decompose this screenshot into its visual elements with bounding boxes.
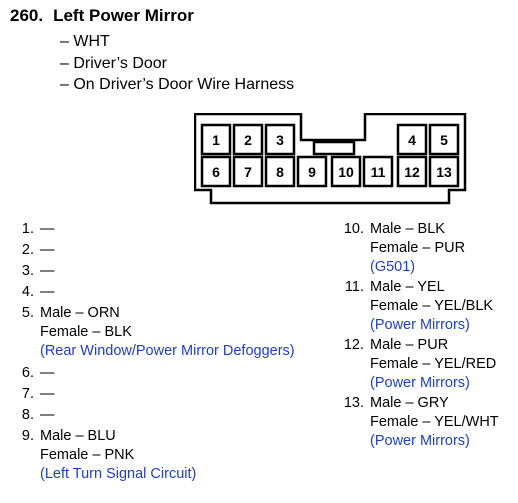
connector-diagram: 1 2 3 4 5 6 7 8 9 10 11 12 13 [194, 113, 467, 205]
pin-label-11: 11 [371, 164, 386, 180]
pin-entry-11: 11. Male – YEL Female – YEL/BLK (Power M… [340, 278, 515, 336]
pin-cell-8 [264, 155, 296, 188]
pin-label-9: 9 [308, 164, 316, 180]
pin-label-12: 12 [404, 164, 420, 180]
pin-entry-3: 3. — [21, 263, 55, 279]
circuit-note: (Left Turn Signal Circuit) [40, 466, 197, 482]
pin-label-1: 1 [212, 132, 220, 148]
pin-cell-12 [396, 155, 428, 188]
detail-color: – WHT [60, 33, 110, 50]
pin-label-6: 6 [212, 164, 220, 180]
pin-entry-2: 2. — [21, 242, 55, 258]
pin-cell-1 [200, 123, 232, 156]
pin-cell-2 [232, 123, 264, 156]
pin-entry-8: 8. — [21, 407, 55, 423]
pin-cell-3 [264, 123, 296, 156]
section-title: Left Power Mirror [53, 6, 194, 25]
circuit-note: (Power Mirrors) [370, 375, 470, 391]
pin-label-8: 8 [276, 164, 284, 180]
pin-cell-10 [330, 155, 362, 188]
pin-cell-13 [428, 155, 460, 188]
pin-entry-10: 10. Male – BLK Female – PUR (G501) [340, 220, 515, 278]
detail-harness: – On Driver’s Door Wire Harness [60, 76, 295, 93]
pin-list-right: 10. Male – BLK Female – PUR (G501) 11. M… [340, 220, 515, 452]
circuit-note: (Power Mirrors) [370, 317, 470, 333]
pin-cell-7 [232, 155, 264, 188]
connector-latch [312, 140, 356, 156]
pin-label-7: 7 [244, 164, 252, 180]
pin-list-left: 1. — 2. — 3. — 4. — 5. Male – ORN Female… [10, 220, 330, 487]
pin-cell-6 [200, 155, 232, 188]
pin-entry-7: 7. — [21, 386, 55, 402]
pin-cell-4 [396, 123, 428, 156]
section-number: 260. [10, 6, 44, 25]
pin-cell-5 [428, 123, 460, 156]
pin-label-10: 10 [338, 164, 354, 180]
pin-entry-5: 5. Male – ORN Female – BLK (Rear Window/… [10, 304, 330, 364]
pin-label-2: 2 [244, 132, 252, 148]
pin-entry-1: 1. — [21, 221, 55, 237]
circuit-note: (Power Mirrors) [370, 433, 470, 449]
pin-entry-9: 9. Male – BLU Female – PNK (Left Turn Si… [10, 427, 330, 487]
pin-label-3: 3 [276, 132, 284, 148]
circuit-note: (Rear Window/Power Mirror Defoggers) [40, 343, 295, 359]
page-title: 260. Left Power Mirror [10, 6, 194, 26]
pin-entry-4: 4. — [21, 284, 55, 300]
pin-label-4: 4 [408, 132, 416, 148]
pin-label-5: 5 [440, 132, 448, 148]
pin-entry-6: 6. — [21, 365, 55, 381]
pin-cell-11 [362, 155, 394, 188]
pin-label-13: 13 [436, 164, 452, 180]
detail-location: – Driver’s Door [60, 55, 167, 72]
pin-entry-13: 13. Male – GRY Female – YEL/WHT (Power M… [340, 394, 515, 452]
pin-entry-12: 12. Male – PUR Female – YEL/RED (Power M… [340, 336, 515, 394]
circuit-note: (G501) [370, 259, 416, 275]
pin-cell-9 [296, 155, 328, 188]
